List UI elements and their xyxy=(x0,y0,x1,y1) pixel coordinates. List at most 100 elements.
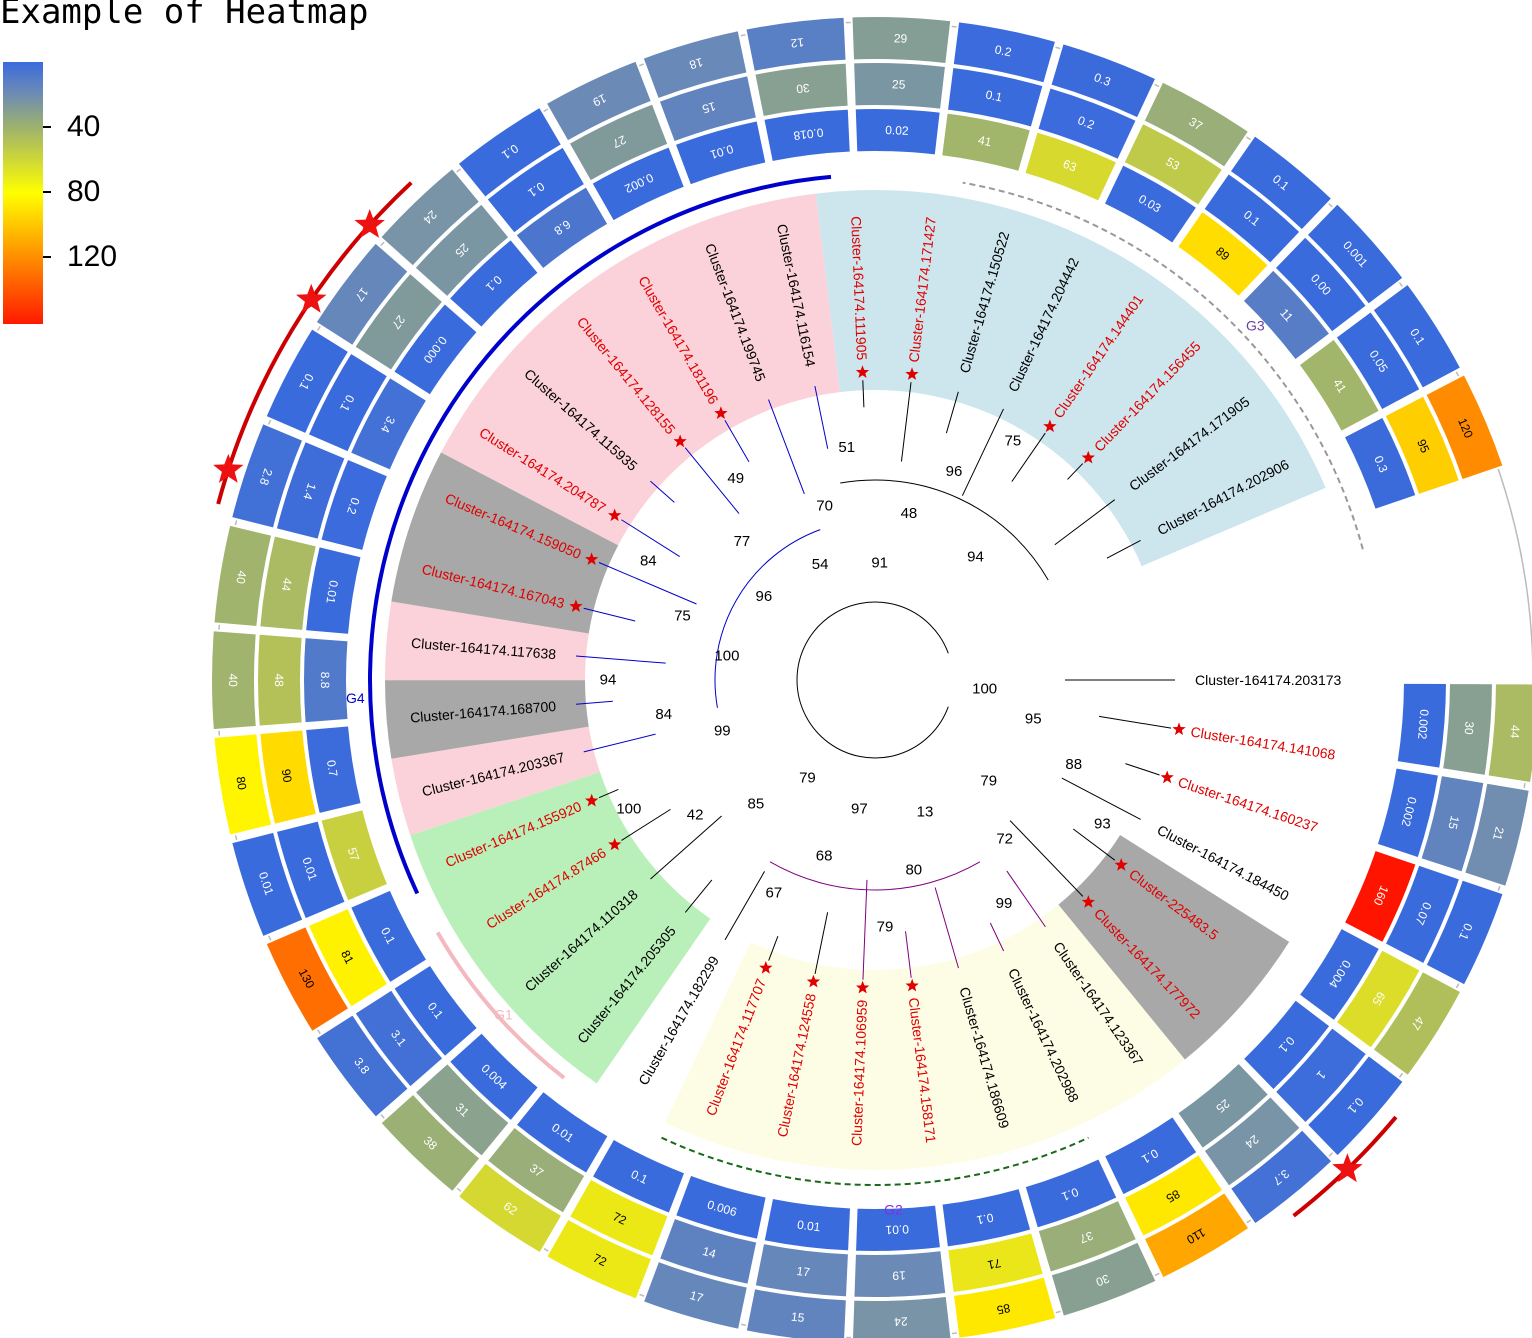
heat-cell xyxy=(1102,1114,1199,1197)
heat-cell xyxy=(673,1173,768,1242)
heat-cell-value: 0.3 xyxy=(1092,70,1113,89)
bootstrap-value: 72 xyxy=(996,830,1013,847)
leaf-star-icon xyxy=(608,837,622,851)
heat-cell xyxy=(1305,1053,1406,1158)
leaf-star-icon xyxy=(1114,858,1128,871)
heat-cell xyxy=(1342,415,1418,512)
heat-cell xyxy=(413,1061,512,1159)
clade-bg-g3 xyxy=(815,189,1326,567)
heat-cell xyxy=(1049,41,1158,120)
tree-branch xyxy=(1098,715,1172,729)
group-arc-g2 xyxy=(661,1136,1089,1187)
heat-cell xyxy=(1334,948,1423,1051)
heat-cell xyxy=(258,728,319,827)
clade-bg-grey-2 xyxy=(385,680,589,759)
heat-cell-value: 63 xyxy=(1061,157,1079,175)
tree-branch xyxy=(621,808,671,841)
heat-cell xyxy=(1241,267,1332,362)
clade-bg-pink-1 xyxy=(391,726,600,836)
heat-cell xyxy=(1486,682,1532,785)
bootstrap-value: 100 xyxy=(616,801,641,818)
heat-cell xyxy=(940,111,1033,174)
heat-cell xyxy=(1202,1094,1303,1189)
bootstrap-value: 85 xyxy=(748,796,765,813)
heat-cell xyxy=(854,1203,943,1253)
heat-cell xyxy=(256,632,304,728)
heat-cell xyxy=(567,102,670,183)
heat-cell xyxy=(1273,234,1369,334)
bootstrap-value: 42 xyxy=(687,807,704,824)
heat-cell xyxy=(1383,863,1462,966)
heat-cell-value: 30 xyxy=(1462,721,1477,736)
heat-cell xyxy=(1142,1190,1251,1280)
leaf-star-icon xyxy=(673,434,687,448)
heat-cell-value: 44 xyxy=(279,577,295,593)
bootstrap-value: 84 xyxy=(655,706,672,723)
heat-cell xyxy=(304,724,363,816)
tree-branch xyxy=(1072,828,1116,861)
heat-cell-value: 0.7 xyxy=(324,759,341,778)
clade-bg-grey-1 xyxy=(1058,834,1290,1060)
heat-cell-value: 40 xyxy=(226,673,240,687)
tree-branch xyxy=(598,562,697,605)
heat-cell-value: 30 xyxy=(795,81,810,97)
tree-branch xyxy=(650,815,722,880)
tree-branch xyxy=(684,879,713,913)
bootstrap-value: 54 xyxy=(812,556,829,573)
color-scale-bar xyxy=(3,62,43,324)
bootstrap-value: 99 xyxy=(996,895,1013,912)
heat-cell xyxy=(1241,997,1332,1092)
tree-branch xyxy=(961,408,1004,496)
leaf-star-icon xyxy=(1081,895,1095,908)
bootstrap-value: 93 xyxy=(1094,815,1111,832)
bootstrap-value: 94 xyxy=(967,548,984,565)
heat-cell-value: 48 xyxy=(272,673,286,687)
heat-cell xyxy=(850,15,953,66)
tree-branch xyxy=(1125,763,1160,776)
heat-cell xyxy=(514,184,610,271)
group-arc-g3 xyxy=(962,181,1364,550)
heat-cell-value: 0.01 xyxy=(796,1218,821,1235)
heat-cell xyxy=(264,326,351,436)
heat-cell xyxy=(1334,309,1422,412)
tree-branch xyxy=(650,480,675,503)
heat-cell xyxy=(951,20,1058,85)
bootstrap-value: 84 xyxy=(640,553,657,570)
heat-cell xyxy=(485,1125,587,1215)
heat-cell-value: 72 xyxy=(611,1209,629,1228)
heat-cell xyxy=(1424,372,1505,482)
tree-branch xyxy=(1054,499,1116,546)
heat-cell xyxy=(212,732,274,837)
outer-mark-arc-2 xyxy=(216,181,413,505)
clade-bg-pink-2 xyxy=(385,601,589,681)
heat-cell xyxy=(1049,1240,1158,1319)
leaf-label: Cluster-164174.111905 xyxy=(848,216,870,361)
heat-cell xyxy=(1228,133,1334,232)
tree-branch xyxy=(814,912,829,975)
leaf-star-icon xyxy=(1043,419,1057,433)
heat-cell-value: 15 xyxy=(1445,814,1462,831)
heat-cell-value: 90 xyxy=(279,768,295,784)
bootstrap-value: 68 xyxy=(816,847,833,864)
leaf-label: Cluster-164174.141068 xyxy=(1190,723,1337,762)
heat-cell xyxy=(853,107,942,157)
heat-cell xyxy=(1142,80,1251,170)
color-legend: 40 80 120 xyxy=(3,62,163,332)
leaf-star-icon xyxy=(806,974,821,988)
heat-cell xyxy=(567,1177,671,1259)
leaf-star-icon xyxy=(569,599,583,612)
heat-cell xyxy=(258,534,319,633)
bootstrap-value: 99 xyxy=(714,723,731,740)
heat-cell-value: 14 xyxy=(701,1244,718,1261)
tree-branch xyxy=(934,887,959,969)
heat-cell xyxy=(1297,926,1382,1023)
heat-cell xyxy=(319,457,390,553)
bootstrap-value: 77 xyxy=(734,533,751,550)
heat-cell xyxy=(544,59,654,143)
leaf-star-icon xyxy=(856,980,870,994)
heat-cell xyxy=(456,1160,564,1255)
heat-cell xyxy=(1462,781,1531,889)
heat-cell-value: 95 xyxy=(1414,437,1432,455)
heat-cell xyxy=(1424,878,1505,987)
bootstrap-value: 88 xyxy=(1065,756,1082,773)
